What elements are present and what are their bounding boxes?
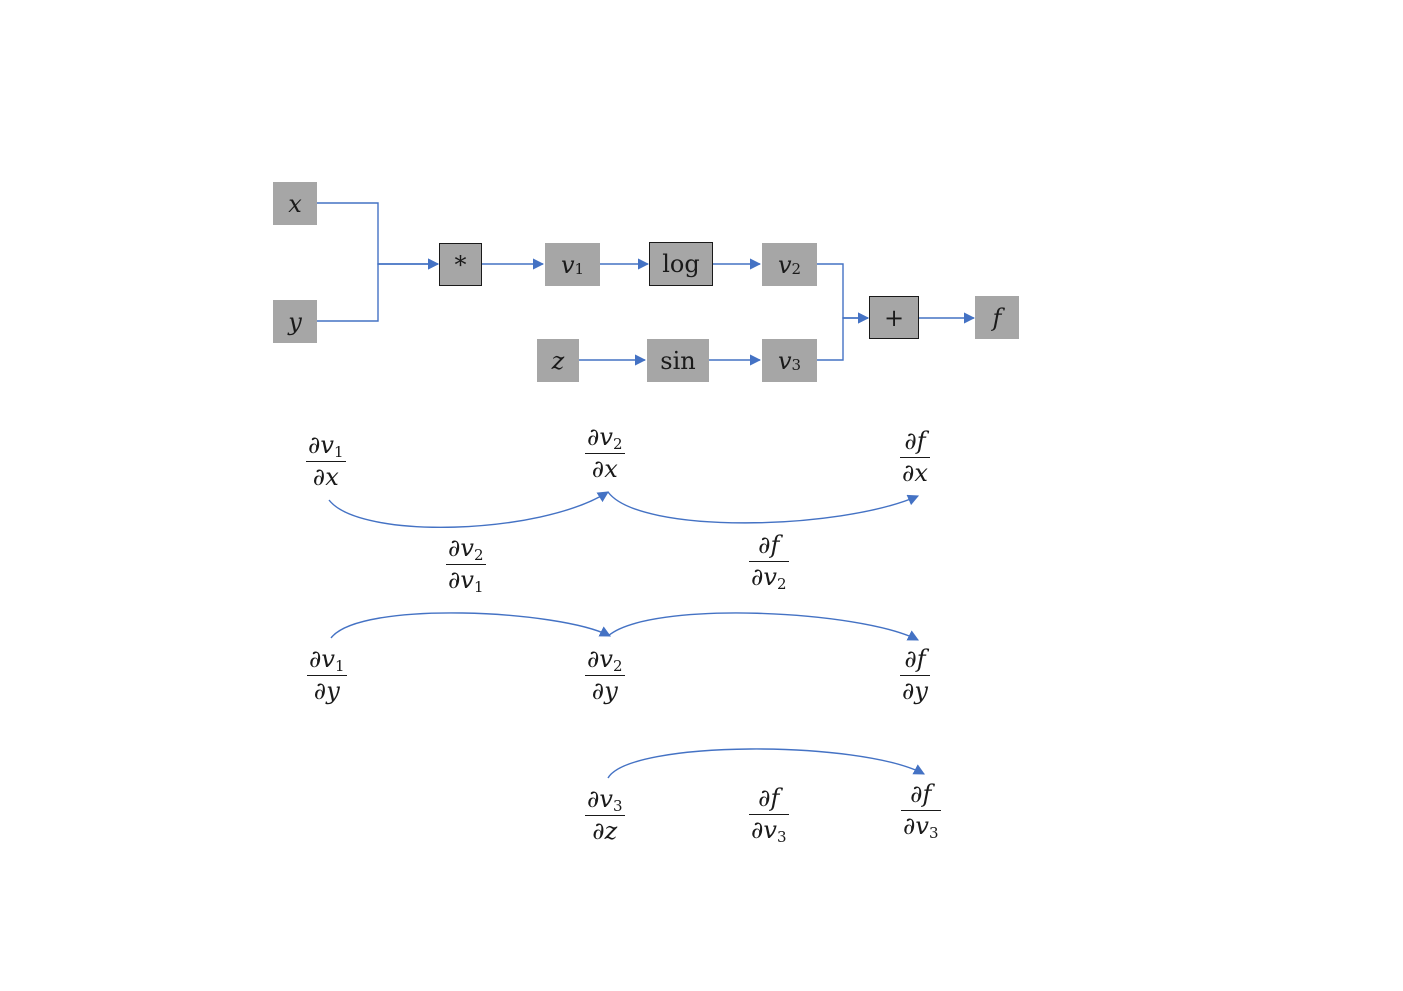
chain-arc-y-1: [330, 612, 611, 639]
derivative-df-dx: ∂f ∂x: [900, 427, 930, 487]
node-multiply: *: [439, 243, 482, 286]
edge-y-to-mul: [317, 258, 440, 322]
derivative-dv3-dz: ∂v3 ∂z: [585, 785, 625, 845]
node-z: z: [537, 339, 579, 382]
derivative-df-dv3-right: ∂f ∂v3: [901, 780, 941, 842]
node-y: y: [273, 300, 317, 343]
edge-x-to-mul: [317, 202, 440, 270]
derivative-dv2-dx: ∂v2 ∂x: [585, 423, 625, 483]
derivative-dv2-dy: ∂v2 ∂y: [585, 645, 625, 705]
edge-v2-to-plus: [817, 263, 870, 324]
node-plus: +: [869, 296, 919, 339]
derivative-dv2-dv1: ∂v2 ∂v1: [446, 534, 486, 596]
node-f: f: [975, 296, 1019, 339]
node-x: x: [273, 182, 317, 225]
node-sin: sin: [647, 339, 709, 382]
chain-arc-x-1: [328, 491, 609, 528]
chain-arc-y-2: [607, 612, 919, 641]
edge-v3-to-plus: [817, 312, 870, 361]
derivative-df-dv2: ∂f ∂v2: [749, 531, 789, 593]
derivative-df-dy: ∂f ∂y: [900, 645, 930, 705]
derivative-df-dv3-middle: ∂f ∂v3: [749, 784, 789, 846]
chain-arc-x-2: [607, 491, 920, 524]
derivative-dv1-dx: ∂v1 ∂x: [306, 431, 346, 491]
chain-arc-z: [607, 748, 925, 779]
derivative-dv1-dy: ∂v1 ∂y: [307, 645, 347, 705]
node-log: log: [649, 242, 713, 286]
